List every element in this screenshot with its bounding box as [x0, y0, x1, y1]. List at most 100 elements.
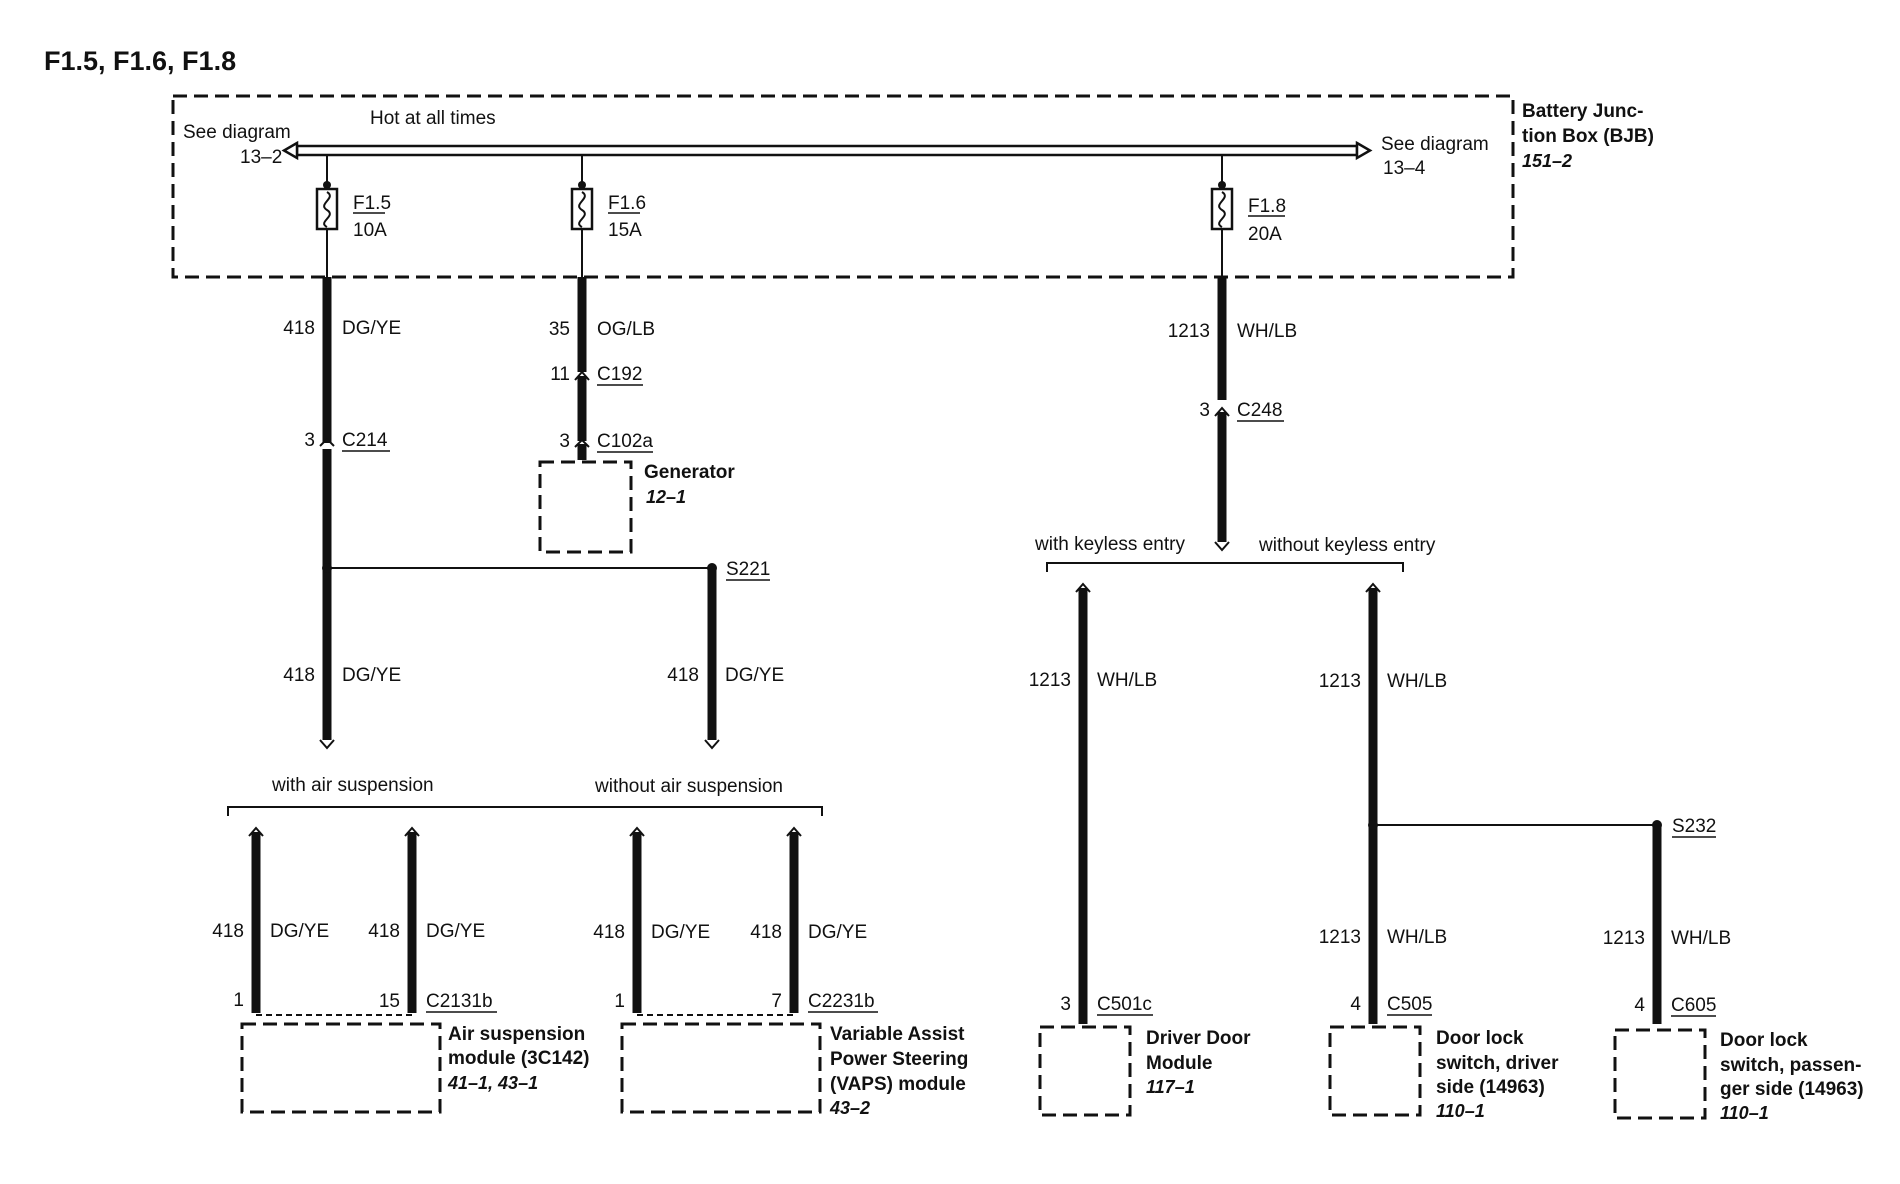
connector-c214: [319, 437, 335, 447]
connector-c248-arrow: [1214, 406, 1230, 417]
wire-1213-num-c: 1213: [1319, 671, 1361, 692]
wire-418-num-e: 418: [368, 921, 400, 942]
c505-pin: 4: [1350, 994, 1361, 1015]
c501c-name: C501c: [1097, 994, 1152, 1015]
driver-door-ref: 117–1: [1146, 1077, 1195, 1097]
wire-1213-color-b: WH/LB: [1097, 670, 1157, 691]
with-keyless-label: with keyless entry: [1034, 534, 1185, 555]
splice-s232-label: S232: [1672, 816, 1716, 837]
c605-pin: 4: [1634, 995, 1645, 1016]
c505-name: C505: [1387, 994, 1432, 1015]
fuse-f1-5-name: F1.5: [353, 193, 391, 214]
wire-418-num-g: 418: [750, 922, 782, 943]
fuse-f1-6-name: F1.6: [608, 193, 646, 214]
wire-1213-color-c: WH/LB: [1387, 671, 1447, 692]
door-lock-driver-line2: switch, driver: [1436, 1053, 1559, 1074]
c2231b-name: C2231b: [808, 991, 875, 1012]
wire-418-num-c: 418: [667, 665, 699, 686]
wire-1213-color-e: WH/LB: [1671, 928, 1731, 949]
wire-35-color: OG/LB: [597, 319, 655, 340]
wire-end-arrow: [319, 739, 335, 750]
door-lock-pass-line3: ger side (14963): [1720, 1079, 1864, 1100]
door-lock-pass-line2: switch, passen-: [1720, 1055, 1862, 1076]
wire-418-color-g: DG/YE: [808, 922, 867, 943]
wire-35-num: 35: [549, 319, 570, 340]
hot-bus-bar: [281, 140, 1373, 161]
c605-name: C605: [1671, 995, 1716, 1016]
c214-name: C214: [342, 430, 388, 451]
wire-1213-num-b: 1213: [1029, 670, 1071, 691]
wire-start-arrow: [1075, 582, 1091, 593]
door-lock-driver-box: [1328, 1025, 1422, 1117]
c2131b-pin-a: 1: [233, 990, 244, 1011]
fuse-f1-8-name: F1.8: [1248, 196, 1286, 217]
wire-418-color-f: DG/YE: [651, 922, 710, 943]
splice-s221-label: S221: [726, 559, 770, 580]
wire-418-num-a: 418: [283, 318, 315, 339]
wire-end-arrow: [704, 739, 720, 750]
c248-name: C248: [1237, 400, 1282, 421]
door-lock-pass-line1: Door lock: [1720, 1030, 1808, 1051]
c192-name: C192: [597, 364, 642, 385]
right-see-ref: 13–4: [1383, 158, 1426, 179]
vaps-line2: Power Steering: [830, 1049, 968, 1070]
c501c-pin: 3: [1060, 994, 1071, 1015]
door-lock-driver-ref: 110–1: [1436, 1101, 1485, 1121]
wire-418-num-d: 418: [212, 921, 244, 942]
c2131b-pin-b: 15: [379, 991, 400, 1012]
fuse-f1-6: [570, 155, 594, 277]
air-module-ref: 41–1, 43–1: [447, 1073, 538, 1093]
wire-1213-num-d: 1213: [1319, 927, 1361, 948]
fuse-f1-8: [1210, 155, 1234, 277]
vaps-line3: (VAPS) module: [830, 1074, 966, 1095]
c214-pin: 3: [304, 430, 315, 451]
wire-1213-num-a: 1213: [1168, 321, 1210, 342]
driver-door-line1: Driver Door: [1146, 1028, 1251, 1049]
c192-pin: 11: [550, 364, 570, 385]
door-lock-driver-line3: side (14963): [1436, 1077, 1545, 1098]
fuse-f1-8-rating: 20A: [1248, 224, 1282, 245]
bjb-label-1: Battery Junc-: [1522, 101, 1643, 122]
with-air-label: with air suspension: [271, 775, 434, 796]
without-air-label: without air suspension: [594, 776, 783, 797]
left-see-ref: 13–2: [240, 147, 282, 168]
air-drops: [248, 826, 802, 1013]
bjb-outline: [171, 94, 1515, 279]
door-lock-pass-ref: 110–1: [1720, 1103, 1769, 1123]
c102a-pin: 3: [559, 431, 570, 452]
c102a-name: C102a: [597, 431, 653, 452]
fuse-f1-5: [315, 155, 339, 277]
diagram-title: F1.5, F1.6, F1.8: [44, 46, 236, 76]
wire-1213-color-a: WH/LB: [1237, 321, 1297, 342]
connector-c102a-arrow: [574, 438, 590, 448]
wire-end-arrow: [1214, 541, 1230, 552]
wire-418-color-b: DG/YE: [342, 665, 401, 686]
air-branch-bracket: [227, 806, 823, 816]
keyless-branch-bracket: [1046, 562, 1404, 572]
vaps-module-box: [620, 1022, 822, 1114]
left-see-diagram: See diagram: [183, 122, 291, 143]
wire-418-color-a: DG/YE: [342, 318, 401, 339]
bjb-ref: 151–2: [1522, 151, 1572, 171]
without-keyless-label: without keyless entry: [1258, 535, 1436, 556]
wire-1213-num-e: 1213: [1603, 928, 1645, 949]
c2131b-name: C2131b: [426, 991, 493, 1012]
door-lock-passenger-box: [1613, 1028, 1707, 1120]
air-module-line2: module (3C142): [448, 1048, 589, 1069]
driver-door-line2: Module: [1146, 1053, 1213, 1074]
door-lock-driver-line1: Door lock: [1436, 1028, 1524, 1049]
wire-418-num-f: 418: [593, 922, 625, 943]
vaps-line1: Variable Assist: [830, 1024, 965, 1045]
vaps-ref: 43–2: [829, 1098, 870, 1118]
generator-name: Generator: [644, 462, 735, 483]
wire-418-color-d: DG/YE: [270, 921, 329, 942]
generator-ref: 12–1: [646, 487, 686, 507]
c2231b-pin-b: 7: [771, 991, 782, 1012]
bjb-label-2: tion Box (BJB): [1522, 126, 1654, 147]
driver-door-module-box: [1038, 1025, 1132, 1117]
right-see-diagram: See diagram: [1381, 134, 1489, 155]
wire-418-color-c: DG/YE: [725, 665, 784, 686]
fuse-f1-5-rating: 10A: [353, 220, 387, 241]
wire-1213-color-d: WH/LB: [1387, 927, 1447, 948]
c248-pin: 3: [1199, 400, 1210, 421]
